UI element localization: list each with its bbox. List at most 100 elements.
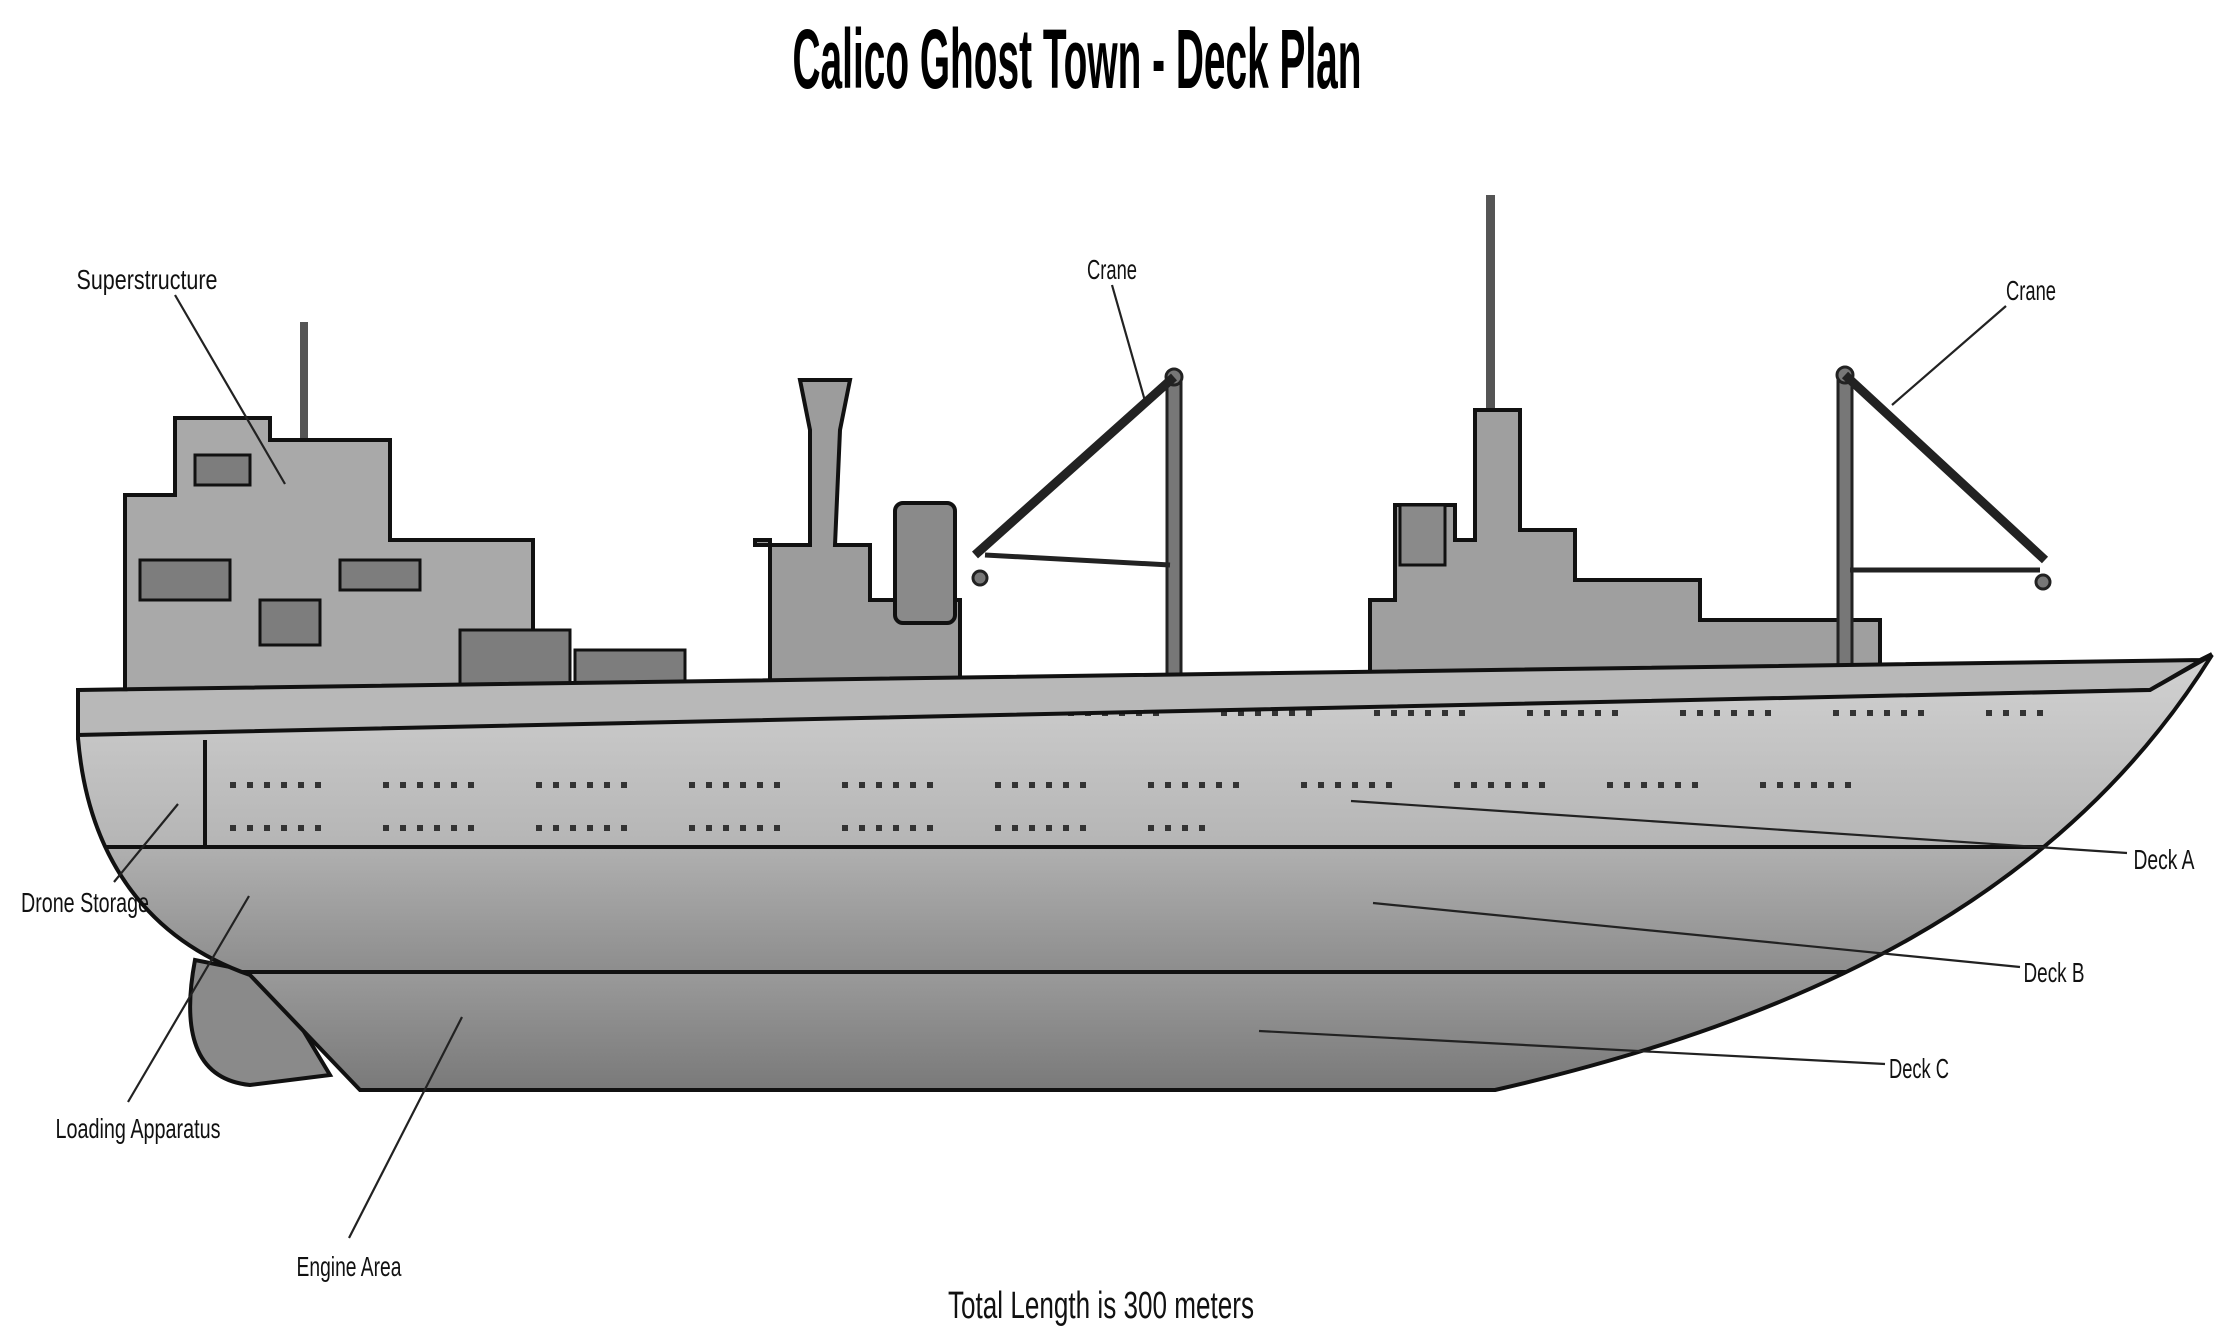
- porthole: [1867, 710, 1873, 716]
- porthole: [1539, 782, 1545, 788]
- porthole: [1777, 782, 1783, 788]
- label-drone-storage: Drone Storage: [21, 887, 149, 918]
- label-engine-area: Engine Area: [297, 1251, 402, 1282]
- porthole: [1811, 782, 1817, 788]
- porthole: [1233, 782, 1239, 788]
- porthole: [1850, 710, 1856, 716]
- porthole: [383, 825, 389, 831]
- crane-forward: [971, 367, 1184, 692]
- porthole: [1063, 782, 1069, 788]
- porthole: [1216, 782, 1222, 788]
- porthole: [1182, 782, 1188, 788]
- porthole: [1165, 825, 1171, 831]
- porthole: [1471, 782, 1477, 788]
- porthole: [1505, 782, 1511, 788]
- leader-lines: [113, 284, 2128, 1239]
- porthole: [1828, 782, 1834, 788]
- porthole: [706, 782, 712, 788]
- porthole: [247, 782, 253, 788]
- porthole: [1046, 782, 1052, 788]
- porthole: [264, 782, 270, 788]
- porthole: [1607, 782, 1613, 788]
- porthole: [1675, 782, 1681, 788]
- porthole: [451, 825, 457, 831]
- porthole: [1029, 825, 1035, 831]
- porthole: [689, 825, 695, 831]
- porthole: [434, 782, 440, 788]
- porthole: [570, 782, 576, 788]
- porthole: [859, 825, 865, 831]
- aft-superstructure: [1368, 408, 1882, 692]
- porthole: [1748, 710, 1754, 716]
- porthole: [1731, 710, 1737, 716]
- porthole: [2003, 710, 2009, 716]
- porthole: [1641, 782, 1647, 788]
- porthole: [1289, 710, 1295, 716]
- porthole: [859, 782, 865, 788]
- porthole: [1544, 710, 1550, 716]
- porthole: [893, 825, 899, 831]
- ship-illustration: [76, 195, 2214, 1092]
- porthole: [1697, 710, 1703, 716]
- porthole: [434, 825, 440, 831]
- porthole: [383, 782, 389, 788]
- porthole: [604, 782, 610, 788]
- main-mast: [1486, 195, 1495, 535]
- porthole: [1624, 782, 1630, 788]
- porthole: [587, 782, 593, 788]
- porthole: [1884, 710, 1890, 716]
- label-deck-a: Deck A: [2134, 844, 2195, 875]
- porthole: [1221, 710, 1227, 716]
- porthole: [1454, 782, 1460, 788]
- porthole: [1012, 782, 1018, 788]
- porthole: [230, 782, 236, 788]
- porthole: [1833, 710, 1839, 716]
- label-crane-aft: Crane: [2006, 275, 2056, 306]
- porthole: [264, 825, 270, 831]
- porthole: [706, 825, 712, 831]
- porthole: [723, 782, 729, 788]
- porthole: [876, 825, 882, 831]
- porthole: [621, 782, 627, 788]
- porthole: [2037, 710, 2043, 716]
- porthole: [1182, 825, 1188, 831]
- porthole: [910, 782, 916, 788]
- porthole: [927, 825, 933, 831]
- porthole: [1335, 782, 1341, 788]
- porthole: [553, 782, 559, 788]
- label-crane-forward: Crane: [1087, 254, 1137, 285]
- porthole: [247, 825, 253, 831]
- page-title: Calico Ghost Town - Deck Plan: [793, 12, 1362, 106]
- crane-aft: [1835, 365, 2052, 692]
- porthole: [1063, 825, 1069, 831]
- porthole: [1080, 782, 1086, 788]
- porthole: [1765, 710, 1771, 716]
- porthole: [1561, 710, 1567, 716]
- porthole: [842, 825, 848, 831]
- porthole: [536, 782, 542, 788]
- antenna: [300, 322, 308, 442]
- porthole: [298, 782, 304, 788]
- porthole: [893, 782, 899, 788]
- label-superstructure: Superstructure: [77, 264, 218, 295]
- porthole: [1918, 710, 1924, 716]
- porthole: [927, 782, 933, 788]
- porthole: [553, 825, 559, 831]
- porthole: [1272, 710, 1278, 716]
- porthole: [2020, 710, 2026, 716]
- porthole: [315, 782, 321, 788]
- porthole: [315, 825, 321, 831]
- label-deck-b: Deck B: [2024, 957, 2085, 988]
- porthole: [298, 825, 304, 831]
- porthole: [417, 782, 423, 788]
- porthole: [1522, 782, 1528, 788]
- porthole: [757, 825, 763, 831]
- porthole: [995, 782, 1001, 788]
- porthole: [1148, 825, 1154, 831]
- porthole: [1901, 710, 1907, 716]
- porthole: [1080, 825, 1086, 831]
- porthole: [1658, 782, 1664, 788]
- porthole: [1527, 710, 1533, 716]
- porthole: [1199, 825, 1205, 831]
